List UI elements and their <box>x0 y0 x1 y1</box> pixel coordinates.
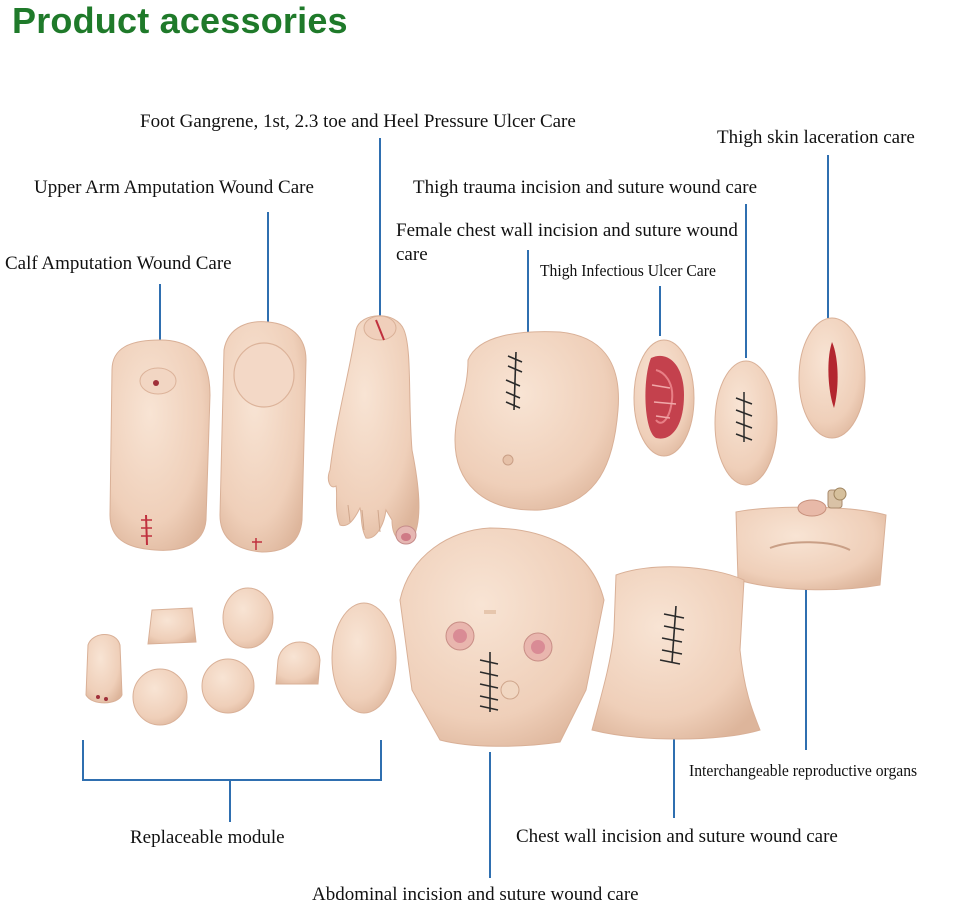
suture-female-chest <box>505 351 523 411</box>
label-upper-arm: Upper Arm Amputation Wound Care <box>34 177 314 198</box>
female-chest-model <box>454 331 619 511</box>
reproductive-organs-model <box>735 487 887 591</box>
label-thigh-ulcer: Thigh Infectious Ulcer Care <box>540 261 716 280</box>
suture-thigh-trauma <box>735 392 753 442</box>
suture-chest-wall <box>659 605 685 665</box>
label-replaceable: Replaceable module <box>130 827 285 848</box>
foot-model <box>327 315 420 545</box>
label-female-chest: Female chest wall incision and suture wo… <box>396 220 738 265</box>
label-abdominal: Abdominal incision and suture wound care <box>312 884 639 905</box>
replaceable-modules <box>85 587 397 726</box>
label-chest-wall: Chest wall incision and suture wound car… <box>516 826 838 847</box>
label-calf: Calf Amputation Wound Care <box>5 253 232 274</box>
label-thigh-trauma: Thigh trauma incision and suture wound c… <box>413 177 758 198</box>
upper-arm-amputation-model <box>219 321 307 553</box>
calf-amputation-model <box>109 339 211 551</box>
abdominal-model <box>399 527 605 747</box>
thigh-ulcer-model <box>633 339 695 457</box>
suture-abdominal <box>479 652 499 712</box>
thigh-trauma-model <box>714 360 778 486</box>
label-thigh-laceration: Thigh skin laceration care <box>717 127 915 148</box>
thigh-laceration-model <box>798 317 866 439</box>
label-reproductive: Interchangeable reproductive organs <box>689 761 918 780</box>
label-foot: Foot Gangrene, 1st, 2.3 toe and Heel Pre… <box>140 111 576 132</box>
bracket-replaceable <box>82 740 382 781</box>
page-title: Product acessories <box>12 0 348 41</box>
leader-lines <box>82 138 829 878</box>
chest-wall-model <box>591 566 761 740</box>
